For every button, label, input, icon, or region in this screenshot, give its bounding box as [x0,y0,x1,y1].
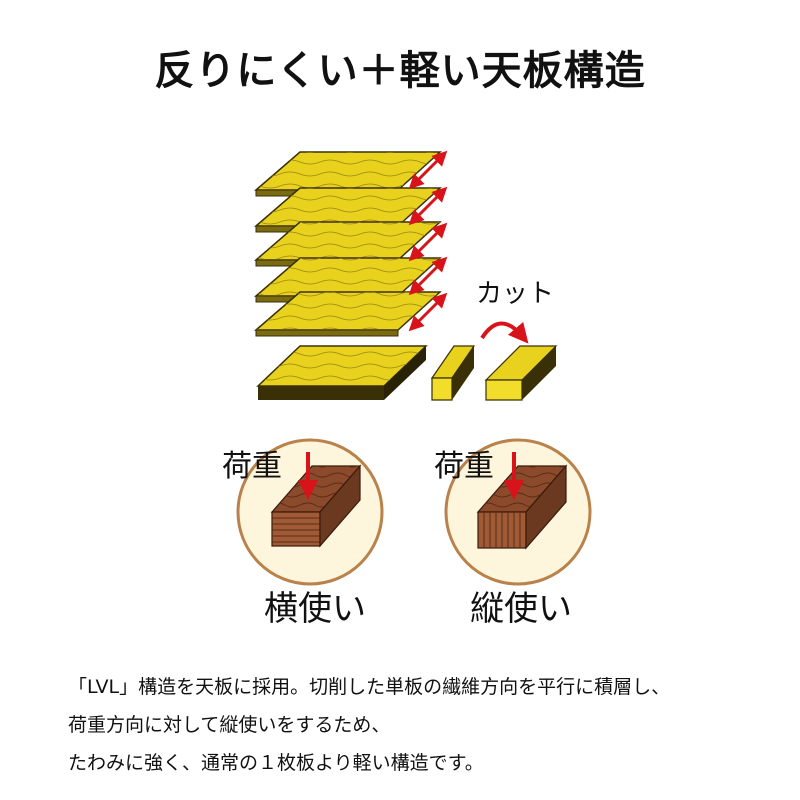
cut-block-small [430,345,476,401]
veneer-sheet [253,291,442,337]
vertical-use-caption: 縦使い [470,589,572,629]
curved-arrow-icon [480,321,529,344]
description-line: 荷重方向に対して縦使いをするため、 [68,714,391,736]
description-line: たわみに強く、通常の１枚板より軽い構造です。 [68,752,484,774]
laminated-board [256,345,428,400]
vertical-use-illustration: 荷重 縦使い [434,438,592,629]
horizontal-use-illustration: 荷重 横使い [222,438,384,629]
lvl-diagram: カット 荷重 横使い [222,150,592,629]
veneer-stack [253,151,442,337]
description-line: 「LVL」構造を天板に採用。切削した単板の繊維方向を平行に積層し、 [68,676,671,698]
double-arrow-icon [408,150,448,190]
cut-block-long [484,345,558,401]
double-arrow-icon [408,186,448,226]
description: 「LVL」構造を天板に採用。切削した単板の繊維方向を平行に積層し、 荷重方向に対… [68,668,768,782]
page-title: 反りにくい＋軽い天板構造 [154,48,646,94]
fiber-direction-arrows [408,150,448,332]
double-arrow-icon [408,222,448,262]
double-arrow-icon [408,292,448,332]
load-label: 荷重 [434,449,494,484]
cut-label: カット [476,279,554,309]
veneer-sheet [253,257,442,303]
double-arrow-icon [408,256,448,296]
load-label: 荷重 [222,449,282,484]
horizontal-use-caption: 横使い [264,589,366,629]
